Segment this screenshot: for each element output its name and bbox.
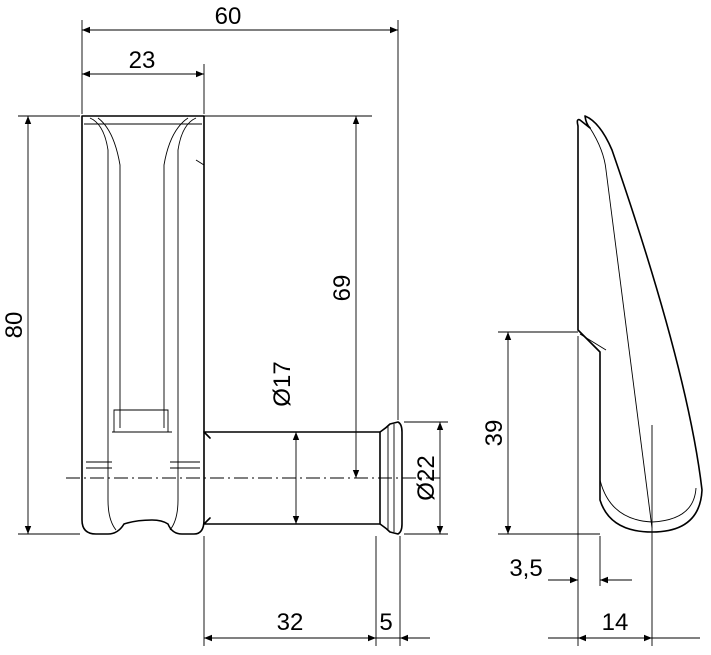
side-inner-line (589, 127, 653, 529)
label-32: 32 (277, 609, 304, 636)
extension-lines (18, 20, 653, 646)
plate-window (112, 409, 172, 433)
label-d17: Ø17 (269, 361, 296, 406)
plate-outline (81, 115, 205, 535)
label-80: 80 (1, 312, 28, 339)
plate-lower-lines (86, 461, 200, 469)
dimension-labels: 60 23 80 69 Ø17 Ø22 32 5 39 3,5 14 (1, 3, 628, 636)
plate-groove-right-inner (163, 117, 189, 428)
plate-step-right (195, 159, 205, 166)
label-60: 60 (215, 3, 242, 30)
label-14: 14 (602, 609, 629, 636)
label-5: 5 (379, 609, 392, 636)
side-view (576, 115, 703, 533)
pin-shaft (203, 431, 381, 525)
label-3-5: 3,5 (509, 555, 542, 582)
label-69: 69 (329, 275, 356, 302)
side-outline (576, 115, 703, 533)
dimension-lines (24, 26, 700, 642)
label-23: 23 (129, 47, 156, 74)
plate-groove-left-inner (97, 117, 121, 428)
label-39: 39 (481, 420, 508, 447)
front-view (66, 115, 444, 535)
side-inner-curve (599, 479, 697, 523)
label-d22: Ø22 (413, 455, 440, 500)
side-step (579, 333, 607, 351)
pin-head (379, 421, 403, 535)
